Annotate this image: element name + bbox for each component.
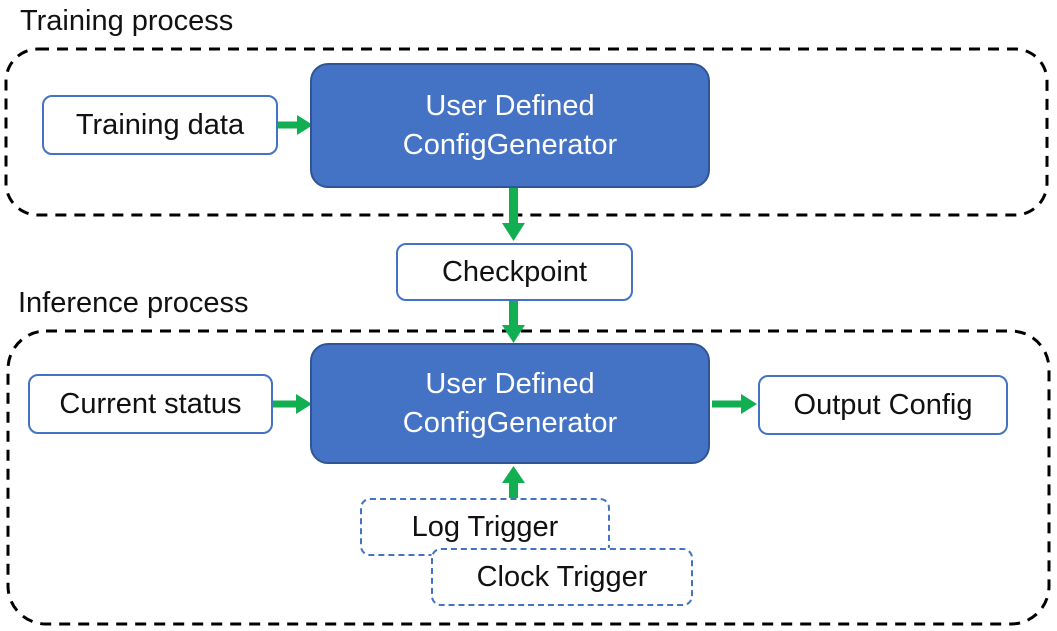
current-status-box: Current status (28, 374, 273, 434)
arrow-training-data-to-generator-icon (278, 115, 313, 135)
clock-trigger-label: Clock Trigger (476, 560, 648, 593)
output-config-box: Output Config (758, 375, 1008, 435)
training-config-generator-label-line2: ConfigGenerator (402, 128, 618, 161)
arrow-trigger-to-generator-icon (502, 466, 525, 498)
arrow-generator-to-output-icon (712, 394, 757, 414)
clock-trigger-box: Clock Trigger (431, 548, 693, 606)
training-process-label: Training process (20, 5, 234, 37)
training-config-generator-label-line1: User Defined (425, 90, 595, 123)
checkpoint-box: Checkpoint (396, 243, 633, 301)
current-status-label: Current status (59, 387, 242, 420)
arrow-current-status-to-generator-icon (273, 394, 312, 414)
arrow-checkpoint-to-generator-icon (502, 300, 525, 343)
training-data-box: Training data (42, 95, 278, 155)
inference-config-generator-label-line1: User Defined (425, 368, 595, 401)
log-trigger-label: Log Trigger (411, 510, 559, 543)
training-config-generator-node: User Defined ConfigGenerator (310, 63, 710, 188)
checkpoint-label: Checkpoint (441, 255, 588, 288)
inference-config-generator-node: User Defined ConfigGenerator (310, 343, 710, 464)
inference-process-container (6, 329, 1051, 626)
inference-config-generator-label-line2: ConfigGenerator (402, 406, 618, 439)
output-config-label: Output Config (793, 388, 973, 421)
inference-process-label: Inference process (18, 287, 249, 319)
training-data-label: Training data (75, 108, 245, 141)
arrow-generator-to-checkpoint-icon (502, 187, 525, 241)
